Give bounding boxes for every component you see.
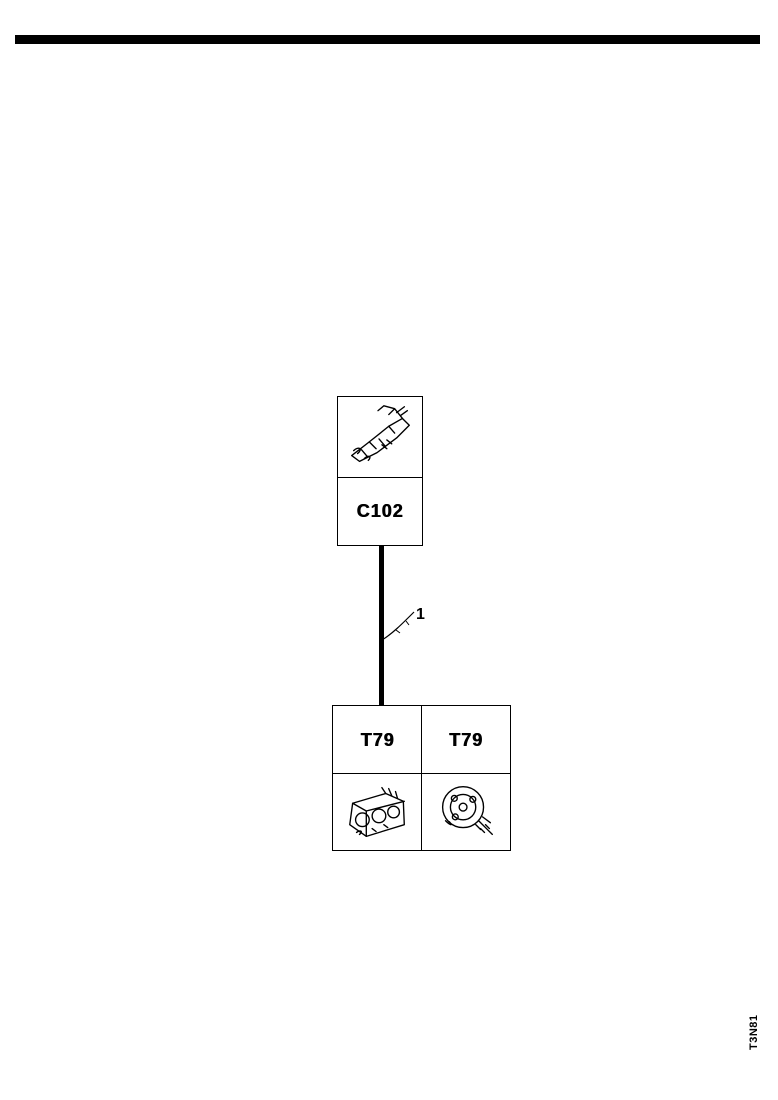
top-border-bar — [15, 35, 760, 44]
connector-c102-label: C102 — [356, 501, 404, 521]
connector-c102-label-box: C102 — [337, 477, 423, 546]
component-rear-view-icon — [441, 785, 493, 836]
connector-t79-left-label-box: T79 — [332, 705, 423, 775]
component-side-view-icon — [349, 786, 405, 838]
harness-connector-icon — [351, 405, 410, 463]
wire-number-label: 1 — [416, 606, 425, 623]
wire-leader-line — [381, 611, 415, 641]
connector-t79-left-illustration — [332, 773, 423, 851]
connector-t79-right-illustration — [421, 773, 511, 851]
figure-code: T3N81 — [748, 1014, 760, 1050]
wire-line — [379, 545, 384, 706]
connector-t79-right-label: T79 — [448, 729, 484, 750]
connector-c102-illustration — [337, 396, 423, 478]
connector-t79-left-label: T79 — [360, 729, 395, 750]
connector-t79-right-label-box: T79 — [421, 705, 511, 775]
